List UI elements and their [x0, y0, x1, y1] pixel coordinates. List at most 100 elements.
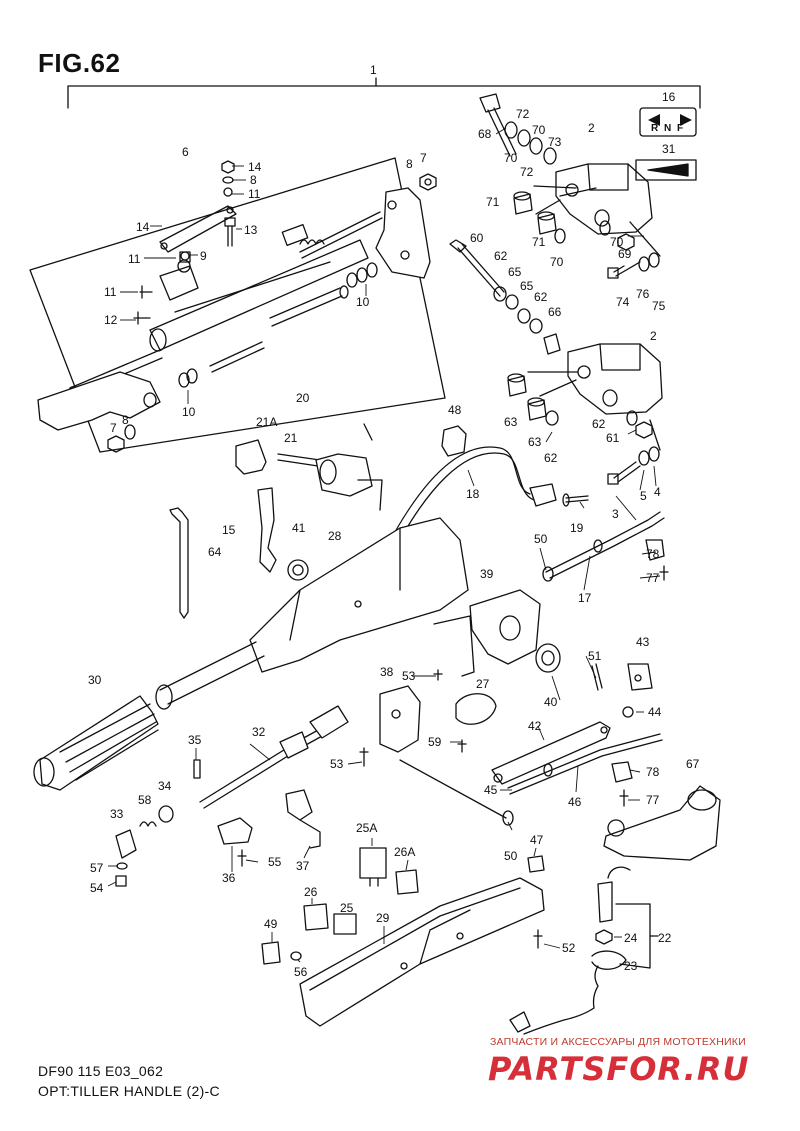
- callout: 10: [182, 405, 196, 419]
- group-bracket-1: [67, 85, 701, 109]
- callout: 2: [650, 329, 657, 343]
- callout: 52: [562, 941, 576, 955]
- callout: 39: [480, 567, 494, 581]
- callout: 61: [606, 431, 620, 445]
- steering-link: [603, 785, 721, 861]
- twist-grip: [39, 695, 159, 791]
- callout: 35: [188, 733, 202, 747]
- callout: 36: [222, 871, 236, 885]
- callout: 50: [534, 532, 548, 546]
- drawing-code: DF90 115 E03_062: [38, 1063, 164, 1079]
- callout: 74: [616, 295, 630, 309]
- callout: 71: [486, 195, 500, 209]
- callout: 65: [508, 265, 522, 279]
- callout: 60: [470, 231, 484, 245]
- tiller-base-frame: [299, 877, 545, 1027]
- callout: 7: [420, 151, 427, 165]
- callout: 11: [104, 285, 117, 299]
- callout: 57: [90, 861, 104, 875]
- callout: 8: [250, 173, 257, 187]
- callout: 49: [264, 917, 278, 931]
- callout: 2: [588, 121, 595, 135]
- callout: 26A: [394, 845, 415, 859]
- callout: 14: [248, 160, 262, 174]
- callout: 26: [304, 885, 318, 899]
- callout: 65: [520, 279, 534, 293]
- callout: 21A: [256, 415, 277, 429]
- callout: 33: [110, 807, 124, 821]
- callout: 34: [158, 779, 172, 793]
- callout: 78: [646, 547, 660, 561]
- callout: 25: [340, 901, 354, 915]
- callout: 28: [328, 529, 342, 543]
- shift-tag-arrows-icon: [648, 114, 692, 126]
- callout: 6: [182, 145, 189, 159]
- callout: 25A: [356, 821, 377, 835]
- callout: 27: [476, 677, 490, 691]
- callout: 78: [646, 765, 660, 779]
- callout: 4: [654, 485, 661, 499]
- callout: 19: [570, 521, 584, 535]
- callout: 62: [592, 417, 606, 431]
- callout: 55: [268, 855, 282, 869]
- callout: 62: [494, 249, 508, 263]
- figure-title: FIG.62: [38, 48, 121, 78]
- callout: 63: [528, 435, 542, 449]
- watermark-logo[interactable]: PARTSFOR.RU: [488, 1050, 750, 1088]
- callout: 20: [296, 391, 310, 405]
- callout: 11: [128, 252, 141, 266]
- callout: 51: [588, 649, 602, 663]
- callout: 47: [530, 833, 544, 847]
- tiller-handle-body: [249, 517, 469, 673]
- callout: 53: [402, 669, 416, 683]
- shift-tag-letters: R N F: [651, 123, 683, 134]
- callout: 72: [520, 165, 534, 179]
- callout: 41: [292, 521, 306, 535]
- callout: 71: [532, 235, 546, 249]
- callout: 53: [330, 757, 344, 771]
- callout: 16: [662, 90, 676, 104]
- shift-indicator-label: [635, 159, 697, 181]
- callout: 59: [428, 735, 442, 749]
- callout: 69: [618, 247, 632, 261]
- callout: 31: [662, 142, 676, 156]
- callout: 40: [544, 695, 558, 709]
- callout: 22: [658, 931, 672, 945]
- callout: 42: [528, 719, 542, 733]
- callout: 64: [208, 545, 222, 559]
- callout: 70: [504, 151, 518, 165]
- callout: 30: [88, 673, 102, 687]
- callout: 44: [648, 705, 662, 719]
- callout: 48: [448, 403, 462, 417]
- callout: 58: [138, 793, 152, 807]
- callout: 70: [532, 123, 546, 137]
- shift-tag-f: F: [677, 123, 683, 134]
- figure-caption: OPT:TILLER HANDLE (2)-C: [38, 1083, 220, 1099]
- callout: 5: [640, 489, 647, 503]
- callout: 72: [516, 107, 530, 121]
- callout: 46: [568, 795, 582, 809]
- callout: 62: [534, 290, 548, 304]
- callout: 18: [466, 487, 480, 501]
- callout: 66: [548, 305, 562, 319]
- callout: 43: [636, 635, 650, 649]
- callout: 63: [504, 415, 518, 429]
- callout: 8: [122, 413, 129, 427]
- callout: 23: [624, 959, 638, 973]
- callout: 38: [380, 665, 394, 679]
- callout: 8: [406, 157, 413, 171]
- callout: 14: [136, 220, 150, 234]
- callout: 24: [624, 931, 638, 945]
- callout: 70: [550, 255, 564, 269]
- callout: 9: [200, 249, 207, 263]
- callout: 67: [686, 757, 700, 771]
- shift-tag-r: R: [651, 123, 659, 134]
- callout: 15: [222, 523, 236, 537]
- watermark-tagline: ЗАПЧАСТИ И АКСЕССУАРЫ ДЛЯ МОТОТЕХНИКИ: [490, 1036, 746, 1048]
- callout: 45: [484, 783, 498, 797]
- callout: 32: [252, 725, 266, 739]
- callout: 17: [578, 591, 592, 605]
- callout: 75: [652, 299, 666, 313]
